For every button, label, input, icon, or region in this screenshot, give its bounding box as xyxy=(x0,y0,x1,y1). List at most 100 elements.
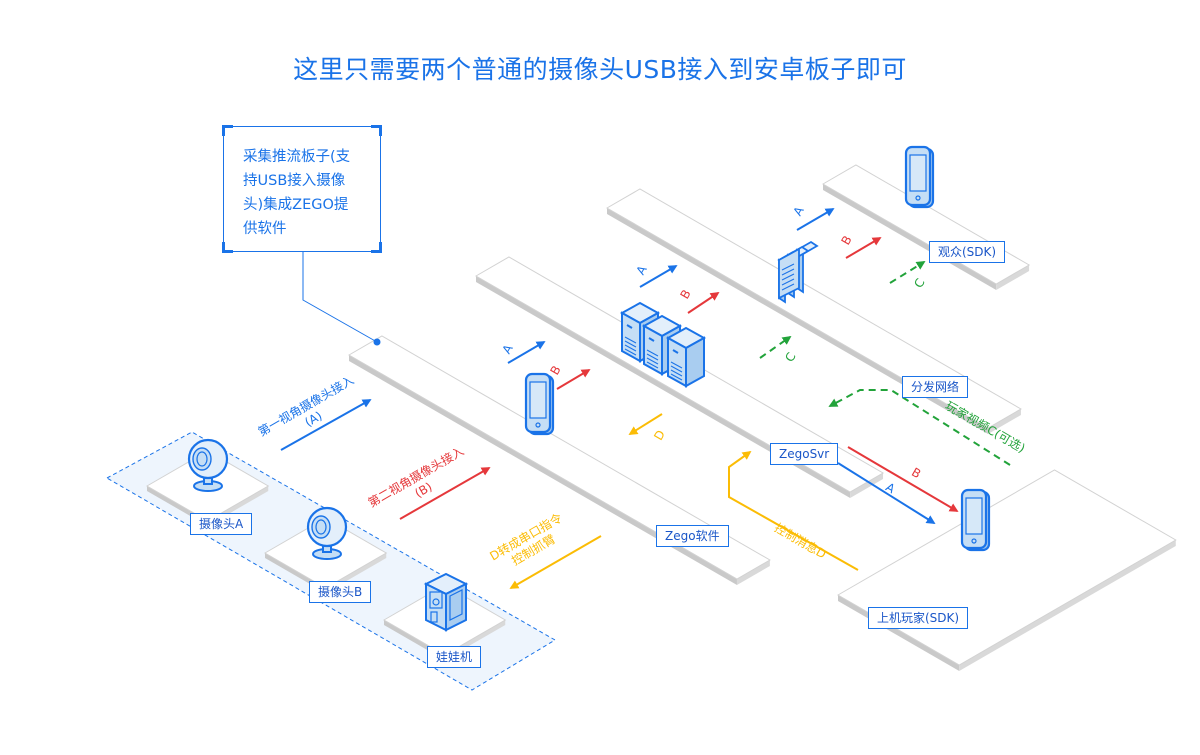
cdn-cluster-icon xyxy=(777,240,819,304)
node-label-cdn: 分发网络 xyxy=(902,376,969,398)
cdn-node-line xyxy=(781,278,795,286)
plate-side xyxy=(823,184,997,290)
arrow-stream-a xyxy=(796,208,835,231)
node-label-camera-a: 摄像头A xyxy=(190,513,253,535)
node-label-zego-software: Zego软件 xyxy=(656,525,729,547)
phone-screen xyxy=(909,154,927,192)
phone-icon-zego-software xyxy=(524,372,555,436)
node-label-zego-svr: ZegoSvr xyxy=(770,443,839,465)
server-vent xyxy=(670,361,683,369)
cdn-node-line xyxy=(781,273,795,281)
arrow-stream-c xyxy=(759,335,792,359)
plate-side xyxy=(476,276,851,498)
plate-cdn xyxy=(606,188,1022,434)
phone-button xyxy=(535,422,541,428)
server-led xyxy=(672,349,679,354)
server-vent xyxy=(670,373,683,381)
arrows-layer xyxy=(280,208,1011,589)
plate-top xyxy=(837,469,1177,666)
callout-leader-line xyxy=(302,252,378,343)
diagram-title: 这里只需要两个普通的摄像头USB接入到安卓板子即可 xyxy=(293,55,907,84)
arrow-camera-a-in xyxy=(280,399,372,451)
webcam-lens-inner xyxy=(196,451,208,467)
arrow-player-video xyxy=(828,389,1011,466)
phone-button xyxy=(915,195,921,201)
plate-side xyxy=(959,540,1176,671)
server-vent xyxy=(624,340,637,348)
node-label-player: 上机玩家(SDK) xyxy=(868,607,969,629)
callout-line: 头)集成ZEGO提 xyxy=(243,197,349,213)
claw-window xyxy=(429,591,443,609)
callout-anchor-dot xyxy=(373,338,381,346)
plate-top xyxy=(606,188,1022,429)
plate-side xyxy=(349,355,737,585)
arrow-stream-b xyxy=(687,292,720,314)
plate-side xyxy=(850,473,884,498)
plate-player xyxy=(837,469,1177,671)
callout-line: 采集推流板子(支 xyxy=(243,149,351,165)
arrow-svr-to-player-a xyxy=(837,462,936,524)
server-vent xyxy=(670,369,683,377)
node-label-audience: 观众(SDK) xyxy=(929,241,1006,263)
plate-side xyxy=(736,560,770,585)
webcam-lens xyxy=(311,515,331,539)
arrow-stream-a xyxy=(639,265,678,288)
server-icon xyxy=(665,326,707,388)
server-vent xyxy=(670,365,683,373)
phone-screen xyxy=(529,381,547,419)
server-vent xyxy=(646,353,659,361)
callout-corner xyxy=(371,242,382,253)
phone-icon-audience xyxy=(904,145,935,209)
plates-layer xyxy=(146,164,1177,671)
plate-zego-software xyxy=(348,335,771,585)
plate-side xyxy=(988,409,1021,434)
arrow-stream-d xyxy=(628,413,663,435)
arrow-serial-cmd xyxy=(509,535,602,589)
phone-screen xyxy=(965,497,983,535)
arrow-stream-b xyxy=(845,237,882,259)
devices-layer xyxy=(187,145,991,632)
server-vent xyxy=(624,344,637,352)
claw-machine-icon xyxy=(423,572,469,632)
phone-icon-player xyxy=(960,488,991,552)
claw-door xyxy=(430,611,438,623)
callout-box: 采集推流板子(支 持USB接入摄像 头)集成ZEGO提 供软件 xyxy=(222,125,382,253)
arrow-svr-to-player-b xyxy=(847,446,959,512)
server-vent xyxy=(646,357,659,365)
server-vent xyxy=(646,361,659,369)
server-vent xyxy=(624,348,637,356)
cdn-node-front xyxy=(778,247,800,300)
webcam-icon-a xyxy=(187,438,229,492)
webcam-icon-b xyxy=(306,506,348,560)
callout-line: 供软件 xyxy=(243,221,287,237)
arrow-camera-b-in xyxy=(399,467,491,520)
claw-side-window xyxy=(449,589,463,621)
cdn-node-line xyxy=(781,263,795,271)
server-vent xyxy=(646,349,659,357)
claw-prize xyxy=(432,598,440,606)
plate-side xyxy=(607,208,989,434)
cdn-node-line xyxy=(781,268,795,276)
phone-button xyxy=(971,538,977,544)
cdn-node-line xyxy=(781,283,795,291)
plate-side xyxy=(996,265,1030,290)
node-label-claw-machine: 娃娃机 xyxy=(427,646,482,668)
server-led xyxy=(626,324,633,329)
webcam-lens-inner xyxy=(315,519,327,535)
callout-corner xyxy=(222,125,233,136)
webcam-lens xyxy=(192,447,212,471)
arrow-stream-c xyxy=(889,261,926,284)
server-side xyxy=(685,336,705,388)
callout-text: 采集推流板子(支 持USB接入摄像 头)集成ZEGO提 供软件 xyxy=(243,145,373,241)
server-vent xyxy=(624,336,637,344)
arrow-stream-a xyxy=(507,341,546,364)
node-label-camera-b: 摄像头B xyxy=(309,581,372,603)
callout-line: 持USB接入摄像 xyxy=(243,173,346,189)
callout-corner xyxy=(222,242,233,253)
server-led xyxy=(648,337,655,342)
arrow-control-msg xyxy=(728,450,859,571)
callout-corner xyxy=(371,125,382,136)
plate-top xyxy=(348,335,771,580)
